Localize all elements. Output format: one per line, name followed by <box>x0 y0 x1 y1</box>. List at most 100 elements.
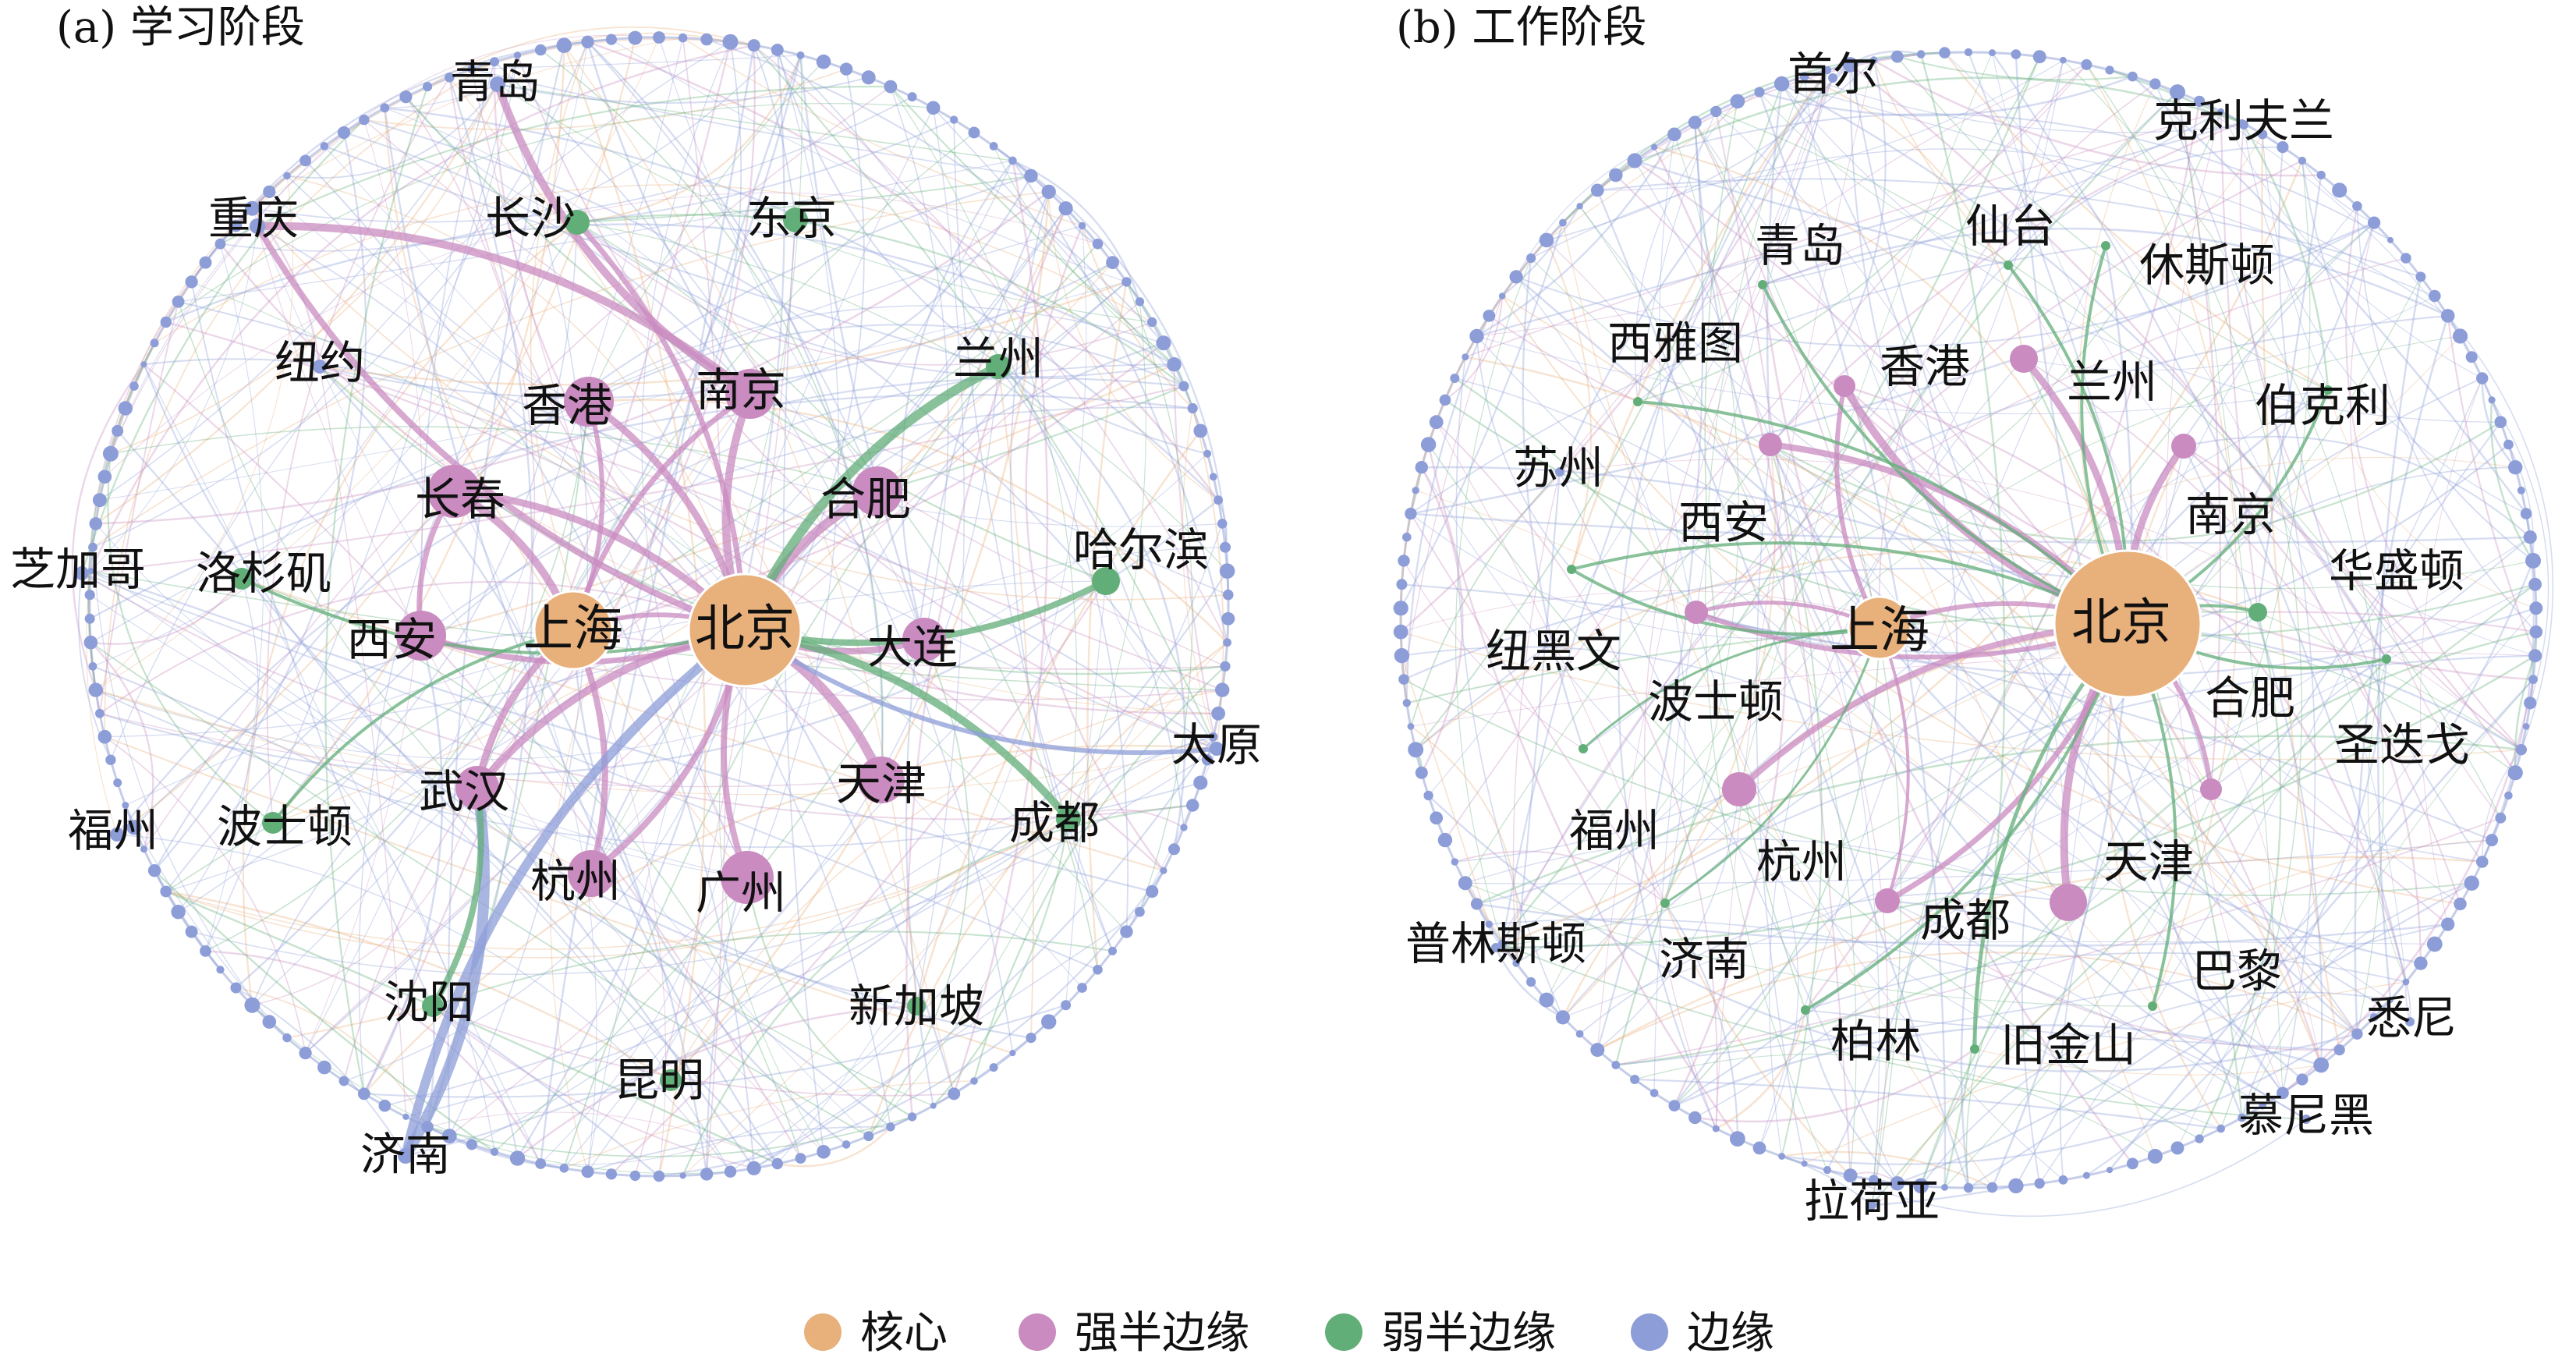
network-edge <box>304 160 755 1168</box>
periphery-node <box>1842 57 1858 73</box>
network-edge <box>1804 981 2407 1164</box>
periphery-node <box>2170 1141 2184 1155</box>
network-edge <box>682 804 1193 1176</box>
network-edge <box>933 107 1185 387</box>
periphery-node <box>534 44 547 56</box>
network-edge <box>1086 282 1128 970</box>
periphery-node <box>2426 936 2443 952</box>
city-node-marker <box>2148 1001 2157 1011</box>
network-edge <box>1615 174 2449 925</box>
network-edge <box>743 629 955 1094</box>
network-edge <box>1476 735 2521 906</box>
network-edge <box>670 736 1214 1081</box>
periphery-node <box>796 51 805 59</box>
network-edge <box>1781 83 2388 660</box>
city-node-marker <box>490 76 505 92</box>
city-node: 华盛顿 <box>2248 544 2464 622</box>
network-edge <box>1465 838 2069 903</box>
periphery-node <box>816 54 831 69</box>
city-label: 昆明 <box>614 1054 704 1107</box>
network-edge <box>1871 583 2536 1206</box>
network-edge <box>165 818 1069 959</box>
periphery-node <box>1458 876 1472 891</box>
network-edge <box>1405 315 1490 704</box>
periphery-node <box>1108 946 1117 955</box>
city-label: 旧金山 <box>2000 1019 2136 1072</box>
network-edge <box>80 119 365 574</box>
network-edge <box>1476 335 2358 1035</box>
network-edge <box>1674 222 2376 1107</box>
periphery-node <box>2495 812 2507 824</box>
periphery-node <box>2387 236 2394 243</box>
periphery-node <box>490 1147 499 1157</box>
periphery-node <box>2517 486 2525 494</box>
city-node: 仙台 <box>1965 200 2056 270</box>
periphery-node <box>244 997 260 1013</box>
network-edge <box>658 37 878 492</box>
city-node: 重庆 <box>208 192 299 245</box>
network-edge <box>2107 445 2222 1129</box>
city-label: 香港 <box>1880 340 1970 393</box>
city-node: 长春 <box>415 465 505 526</box>
network-edge <box>427 1111 778 1164</box>
city-node-marker <box>398 1148 413 1164</box>
periphery-node <box>2476 372 2489 385</box>
city-label: 天津 <box>2103 835 2194 888</box>
network-edge <box>95 523 748 878</box>
city-node-marker <box>660 1069 682 1091</box>
periphery-node <box>2298 156 2306 165</box>
network-edge <box>1897 55 2133 81</box>
periphery-node <box>118 401 133 416</box>
network-edge <box>588 61 824 402</box>
network-edge <box>1530 148 2449 317</box>
major-edge-重庆-南京 <box>253 222 754 398</box>
city-label: 长沙 <box>485 192 576 245</box>
periphery-node <box>605 1168 618 1180</box>
network-edge <box>2154 83 2316 1093</box>
network-edge <box>1455 257 1532 945</box>
city-node-marker <box>902 618 946 661</box>
city-label: 巴黎 <box>2192 945 2282 998</box>
network-edge <box>343 491 878 1082</box>
city-node-marker <box>565 210 590 235</box>
periphery-node <box>199 256 212 269</box>
city-node: 新加坡 <box>849 980 984 1033</box>
periphery-node <box>216 966 225 974</box>
city-label: 普林斯顿 <box>1405 917 1586 970</box>
network-edge <box>1173 364 1218 750</box>
periphery-node <box>399 90 413 104</box>
periphery-node <box>1061 1000 1072 1011</box>
network-edge <box>235 55 802 989</box>
periphery-node <box>1667 127 1681 142</box>
network-edge <box>1427 444 2200 1139</box>
network-edge <box>2354 315 2449 1034</box>
city-node: 洛杉矶 <box>196 547 331 600</box>
periphery-node <box>1160 867 1168 874</box>
periphery-node <box>679 1172 686 1179</box>
periphery-node <box>535 1158 547 1169</box>
network-edge <box>343 132 751 395</box>
network-edge <box>2220 111 2259 613</box>
network-edge <box>1879 627 2482 863</box>
network-edge <box>2278 147 2483 863</box>
network-edge <box>682 37 1082 227</box>
network-edge <box>1403 296 1503 680</box>
network-edge <box>286 175 746 631</box>
network-edge <box>497 76 869 104</box>
panel-b-periphery-nodes <box>1393 47 2543 1194</box>
periphery-node <box>907 92 917 102</box>
periphery-node <box>1420 437 1437 452</box>
city-node-marker <box>1633 397 1642 406</box>
periphery-node <box>1450 374 1460 383</box>
periphery-node <box>1710 105 1722 118</box>
legend-swatch-strong <box>1019 1313 1056 1351</box>
city-label: 福州 <box>1569 804 1660 857</box>
network-edge <box>95 175 294 691</box>
network-edge <box>99 499 1219 776</box>
periphery-node <box>102 445 119 462</box>
periphery-node <box>2515 744 2527 756</box>
network-edge <box>2349 222 2501 819</box>
periphery-node <box>283 172 291 180</box>
city-node: 慕尼黑 <box>2238 1089 2374 1142</box>
network-edge <box>1068 735 1214 820</box>
